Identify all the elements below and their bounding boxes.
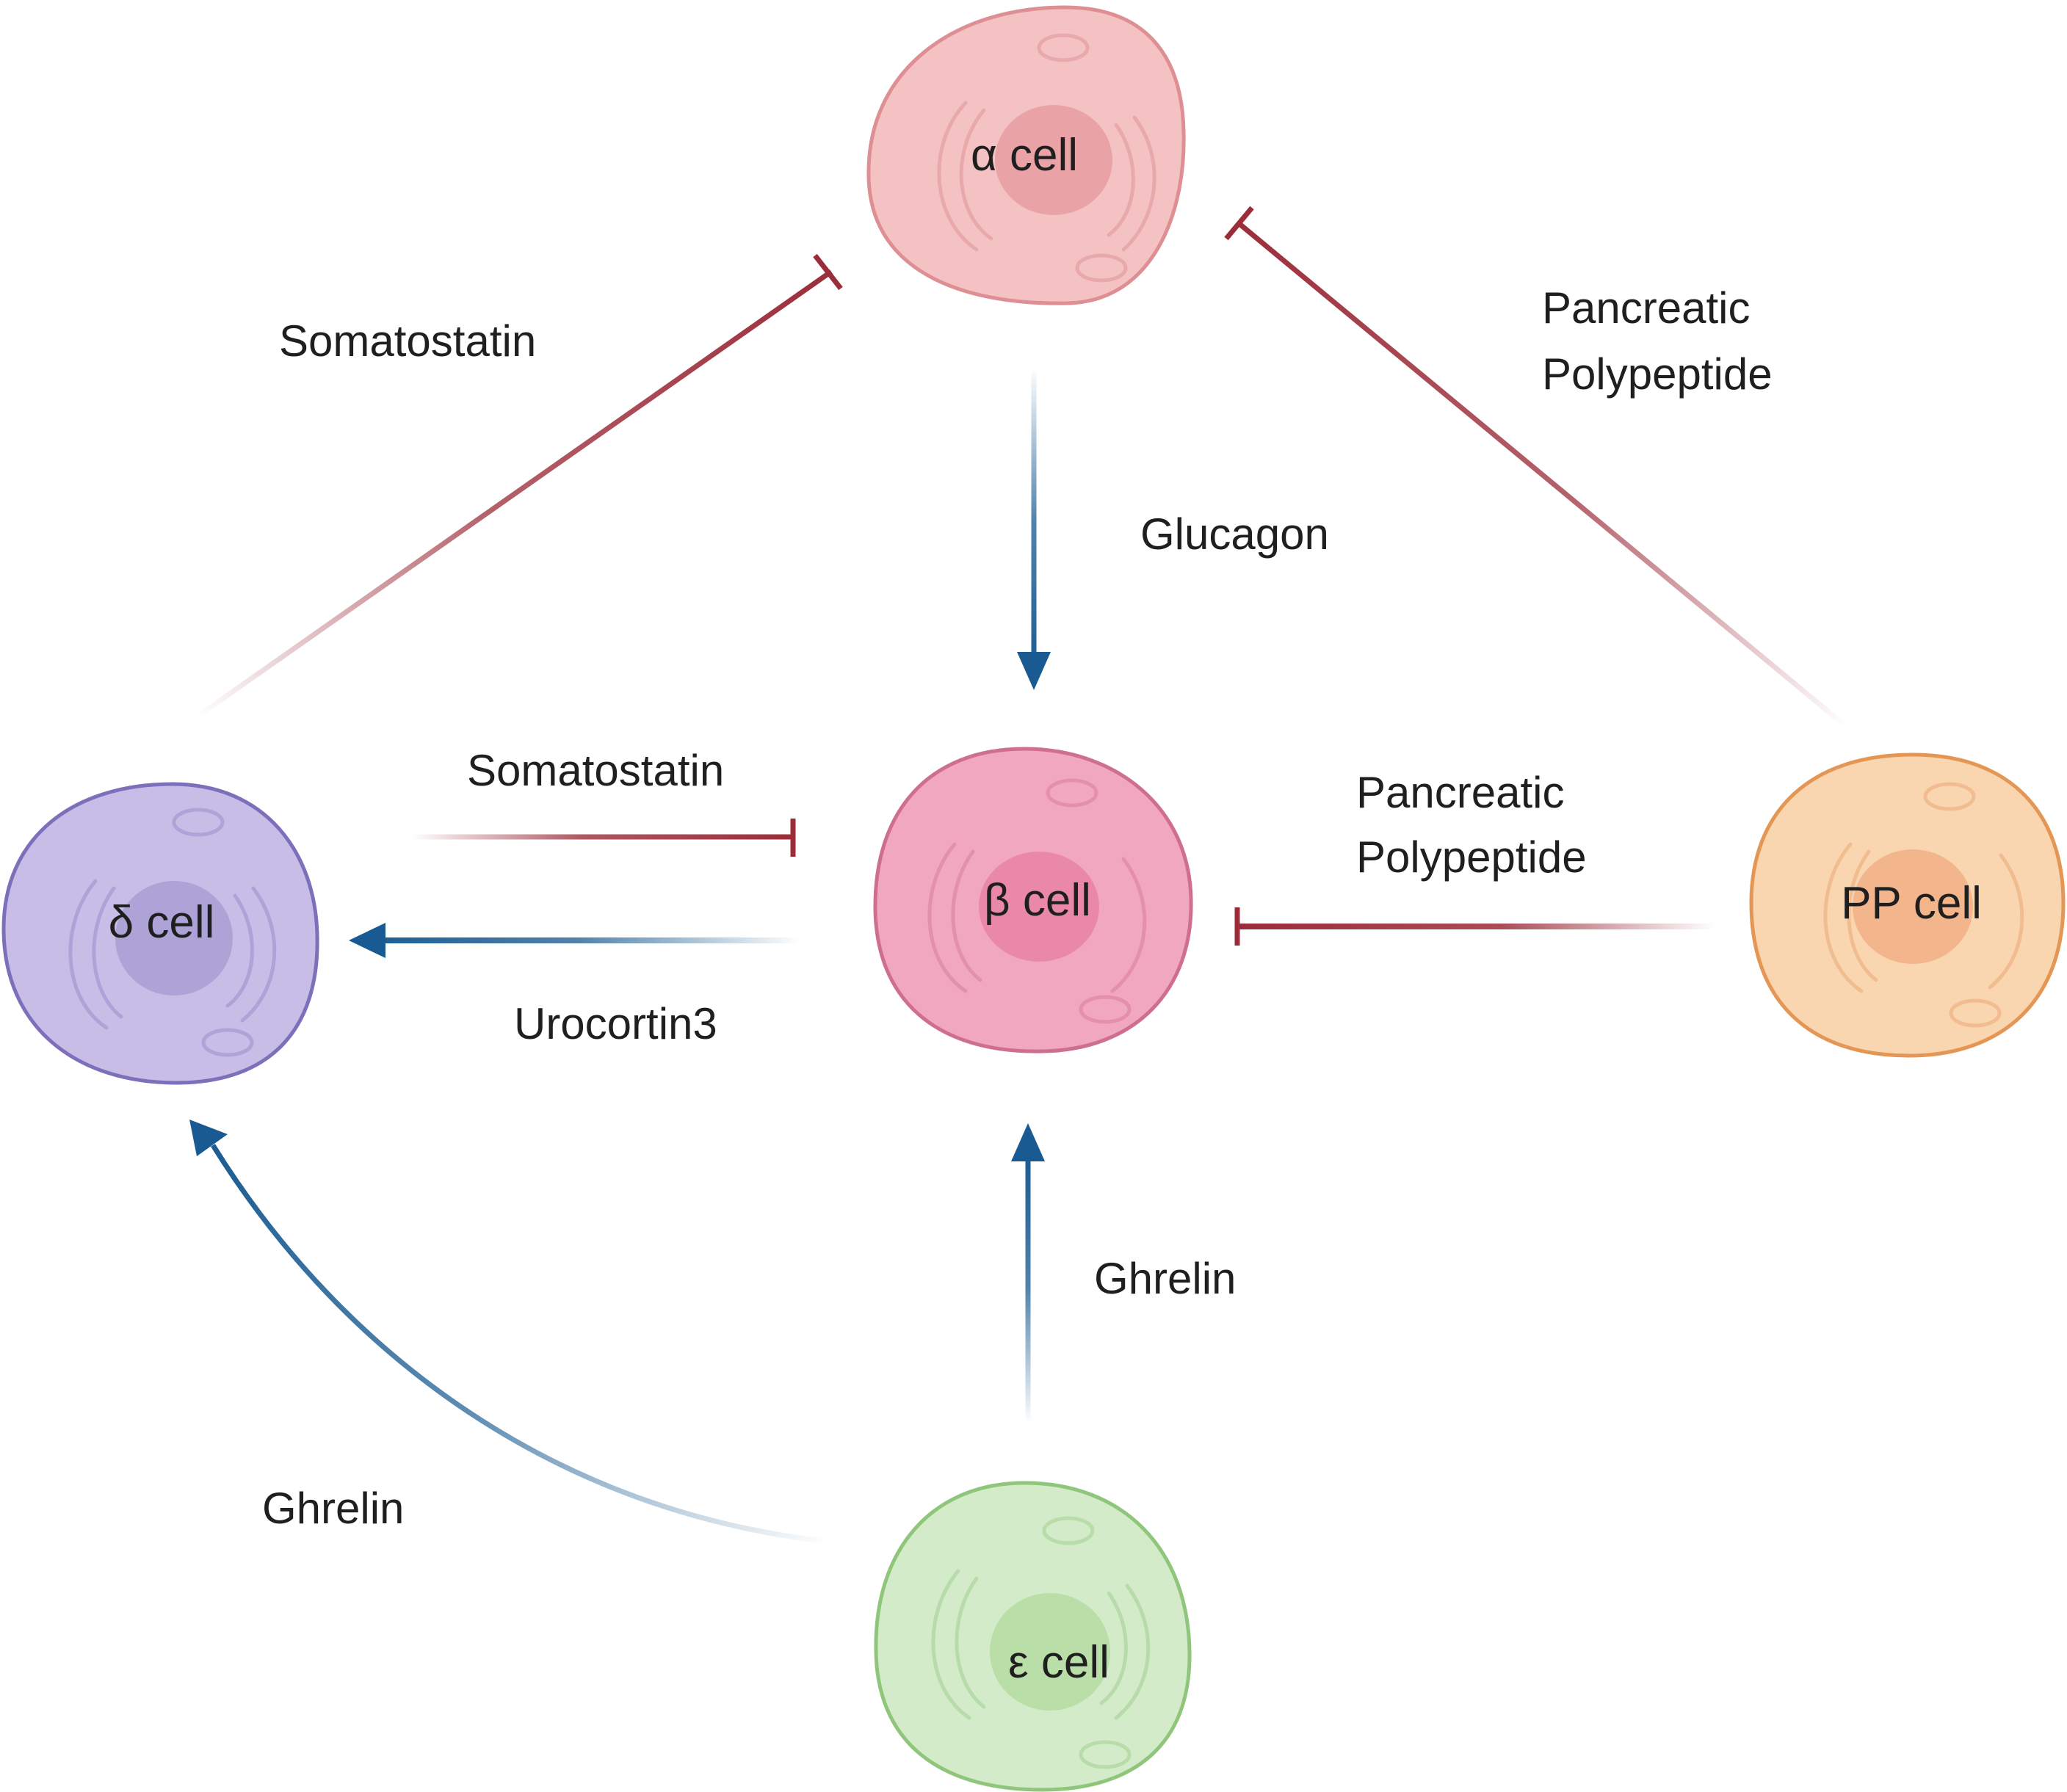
- alpha-cell-nucleus: [995, 105, 1112, 215]
- ghrelin-to-beta-arrow: [1011, 1123, 1045, 1424]
- delta-er-icon: [68, 879, 277, 1030]
- alpha-cell: α cell: [866, 5, 1186, 305]
- pp-to-alpha-connector: [1224, 206, 1849, 729]
- arrowhead: [349, 923, 385, 958]
- mitochondrion-icon: [1923, 782, 1976, 811]
- arrowhead: [189, 1120, 228, 1156]
- pp-beta-label-line-1: Pancreatic: [1356, 768, 1564, 817]
- ghrelin-to-delta-arrow: [189, 1120, 830, 1545]
- urocortin3-label: Urocortin3: [514, 999, 717, 1048]
- pp-to-beta-connector: [1234, 907, 1715, 946]
- epsilon-er-icon: [931, 1569, 1151, 1720]
- beta-er-icon: [927, 842, 1147, 993]
- somatostatin-beta-label: Somatostatin: [467, 746, 724, 795]
- epsilon-cell-label: ε cell: [1008, 1637, 1109, 1688]
- arrowhead: [1017, 652, 1051, 690]
- urocortin3-arrow: [349, 923, 800, 958]
- pp-cell-label: PP cell: [1841, 878, 1982, 929]
- mitochondrion-icon: [1037, 33, 1090, 62]
- somatostatin-to-alpha-connector: [196, 253, 843, 718]
- mitochondrion-icon: [1042, 1516, 1095, 1545]
- inhibit-bar: [1224, 206, 1254, 241]
- alpha-cell-label: α cell: [971, 130, 1078, 181]
- arrowhead: [1011, 1123, 1045, 1161]
- somatostatin-to-beta-connector: [411, 819, 796, 857]
- ghrelin-delta-label: Ghrelin: [262, 1484, 404, 1533]
- beta-cell-nucleus: [979, 852, 1099, 962]
- mitochondrion-icon: [1079, 1740, 1132, 1769]
- mitochondrion-icon: [1075, 253, 1128, 283]
- delta-cell: δ cell: [1, 782, 319, 1085]
- mitochondrion-icon: [201, 1028, 254, 1057]
- pp-alpha-label-line-1: Pancreatic: [1542, 283, 1750, 333]
- delta-cell-label: δ cell: [109, 897, 215, 948]
- mitochondrion-icon: [1046, 778, 1098, 808]
- pp-alpha-label-line-2: Polypeptide: [1542, 349, 1773, 399]
- epsilon-cell-nucleus: [990, 1593, 1110, 1711]
- pp-cell-nucleus: [1853, 849, 1973, 964]
- pp-beta-label: Pancreatic Polypeptide: [1356, 768, 1587, 882]
- beta-cell-label: β cell: [984, 875, 1091, 926]
- mitochondrion-icon: [1079, 995, 1132, 1024]
- pp-beta-label-line-2: Polypeptide: [1356, 832, 1587, 882]
- mitochondrion-icon: [172, 808, 225, 837]
- alpha-er-icon: [937, 101, 1156, 252]
- glucagon-arrow: [1017, 367, 1051, 690]
- mitochondrion-icon: [1949, 998, 2002, 1028]
- somatostatin-alpha-label: Somatostatin: [279, 316, 536, 366]
- pp-cell: PP cell: [1749, 752, 2066, 1058]
- beta-cell: β cell: [873, 747, 1193, 1053]
- pp-alpha-label: Pancreatic Polypeptide: [1542, 283, 1773, 399]
- delta-cell-nucleus: [115, 881, 233, 995]
- glucagon-label: Glucagon: [1140, 509, 1329, 559]
- ghrelin-beta-label: Ghrelin: [1094, 1254, 1236, 1303]
- inhibit-bar: [813, 253, 843, 291]
- epsilon-cell: ε cell: [874, 1481, 1192, 1792]
- pp-er-icon: [1823, 842, 2024, 993]
